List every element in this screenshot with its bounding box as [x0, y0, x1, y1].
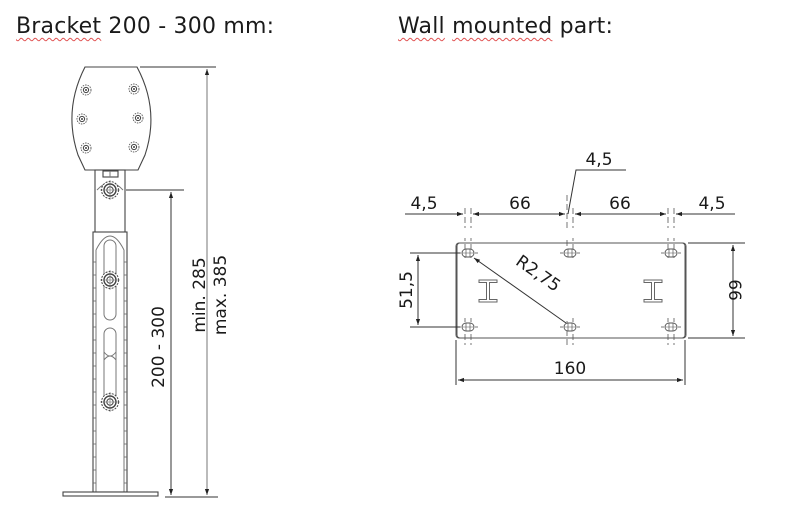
top-right-margin-label: 4,5: [698, 194, 725, 214]
bolt-icon: [76, 113, 88, 125]
center-slot-label: 4,5: [585, 150, 612, 170]
height-label: 66: [724, 279, 744, 301]
wall-title-word2: mounted: [452, 14, 553, 39]
wall-title-word1: Wall: [398, 14, 445, 39]
spacing-left-label: 66: [509, 194, 531, 214]
body-curve: [95, 235, 125, 251]
radius-leader: [473, 257, 567, 324]
bracket-title-word: Bracket: [16, 14, 102, 39]
adjust-range-label: 200 - 300: [149, 306, 169, 388]
bolt-icon: [128, 141, 140, 153]
spacing-right-label: 66: [609, 194, 631, 214]
hole-spacing-label: 51,5: [397, 271, 417, 309]
bracket-title-rest: 200 - 300 mm:: [101, 14, 275, 39]
wall-title-rest: part:: [552, 14, 614, 39]
bolt-icon: [80, 84, 92, 96]
bracket-title: Bracket 200 - 300 mm:: [16, 14, 274, 39]
max-total-label: max. 385: [211, 255, 231, 335]
width-label: 160: [554, 359, 586, 379]
min-total-label: min. 285: [190, 257, 210, 332]
bolt-icon: [80, 142, 92, 154]
bracket-base-plate: [62, 491, 159, 497]
mask: [456, 228, 686, 238]
bolt-icon: [128, 83, 140, 95]
bracket-drawing: 200 - 300 min. 285 max. 385: [62, 66, 231, 498]
wall-part-title: Wall mounted part:: [398, 14, 613, 39]
center-slot-leader: [567, 169, 626, 215]
scale-ticks: [93, 261, 127, 484]
top-left-margin-label: 4,5: [410, 194, 437, 214]
wall-plate-outline: [455, 242, 687, 339]
bolt-icon: [132, 112, 144, 124]
slot-curve: [103, 355, 117, 361]
wall-part-drawing: 4,5 66 66 4,5 4,5 51,5 R2,75 66 160: [397, 150, 745, 385]
mask: [460, 258, 680, 318]
